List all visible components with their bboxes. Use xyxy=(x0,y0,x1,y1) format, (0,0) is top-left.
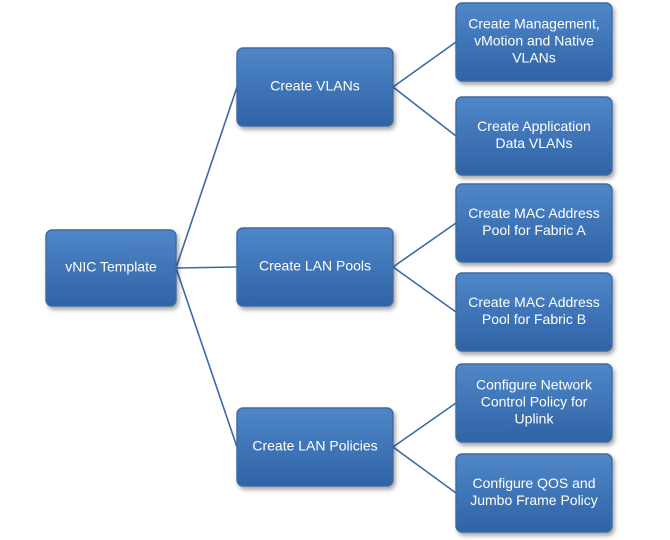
leaf-node-3-1-box xyxy=(455,363,613,443)
leaf-node-2-1-label-line: Create MAC Address xyxy=(468,205,600,221)
leaf-node-1-2-label-line: Create Application xyxy=(477,118,591,134)
leaf-node-3-1-label-line: Uplink xyxy=(515,411,555,427)
branch-node-3-label-line: Create LAN Policies xyxy=(252,438,377,454)
leaf-node-2-1-box xyxy=(455,183,613,263)
leaf-node-3-1-label-line: Control Policy for xyxy=(481,394,588,410)
connector-branch-2-leaf-2 xyxy=(392,266,457,313)
connector-root-branch-1 xyxy=(175,86,238,269)
branch-node-1: Create VLANs xyxy=(236,47,394,127)
leaf-node-3-2-label-line: Configure QOS and xyxy=(473,475,596,491)
leaf-node-1-1-label-line: vMotion and Native xyxy=(474,33,594,49)
leaf-node-2-2-label-line: Pool for Fabric B xyxy=(482,311,586,327)
leaf-node-1-1-box xyxy=(455,2,613,82)
connector-branch-3-leaf-1 xyxy=(392,402,457,448)
branch-node-2: Create LAN Pools xyxy=(236,227,394,307)
connector-branch-2-leaf-1 xyxy=(392,222,457,268)
branch-node-1-box xyxy=(236,47,394,127)
connector-root-branch-2 xyxy=(175,266,238,269)
leaf-node-3-1-label-line: Configure Network xyxy=(476,377,593,393)
leaf-node-3-2-label-line: Jumbo Frame Policy xyxy=(470,492,598,508)
leaf-node-2-1-label-line: Pool for Fabric A xyxy=(482,222,586,238)
leaf-node-1-1: Create Management,vMotion and NativeVLAN… xyxy=(455,2,613,82)
leaf-node-1-1-label-line: VLANs xyxy=(512,50,556,66)
leaf-node-3-2-box xyxy=(455,453,613,533)
connector-branch-3-leaf-2 xyxy=(392,446,457,494)
leaf-node-1-2-label-line: Data VLANs xyxy=(495,135,572,151)
connector-branch-1-leaf-1 xyxy=(392,41,457,88)
branch-node-3-box xyxy=(236,407,394,487)
connector-root-branch-3 xyxy=(175,267,238,448)
branch-node-2-box xyxy=(236,227,394,307)
branch-node-3: Create LAN Policies xyxy=(236,407,394,487)
root-node-vnic-template-box xyxy=(45,229,177,307)
leaf-node-2-2-box xyxy=(455,272,613,352)
root-node-vnic-template: vNIC Template xyxy=(45,229,177,307)
root-node-vnic-template-label-line: vNIC Template xyxy=(65,259,157,275)
branch-node-1-label-line: Create VLANs xyxy=(270,78,359,94)
nodes: vNIC Template Create VLANs Create Manageme… xyxy=(45,2,613,533)
connectors xyxy=(175,41,457,494)
branch-node-2-label-line: Create LAN Pools xyxy=(259,258,371,274)
connector-branch-1-leaf-2 xyxy=(392,86,457,137)
leaf-node-1-1-label-line: Create Management, xyxy=(468,16,600,32)
leaf-node-1-2-box xyxy=(455,96,613,176)
leaf-node-2-2-label-line: Create MAC Address xyxy=(468,294,600,310)
